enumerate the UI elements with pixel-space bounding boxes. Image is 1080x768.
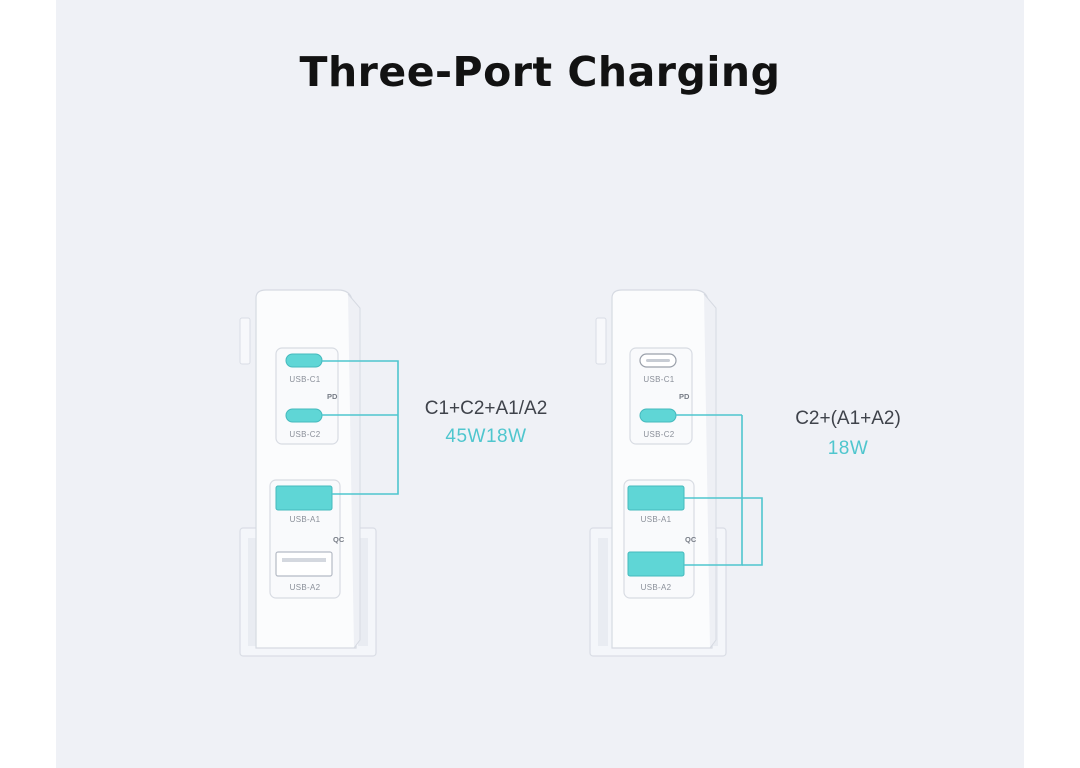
combo-label-left: C1+C2+A1/A2 <box>424 398 548 419</box>
charger-body-right <box>589 289 727 657</box>
charger-left: USB-C1 USB-C2 USB-A1 USB-A2 PD QC <box>238 288 380 657</box>
usb-c2-port-right <box>639 408 677 423</box>
port-label: USB-C1 <box>643 375 675 384</box>
usb-a2-port-left <box>275 551 333 577</box>
usb-a1-port-left <box>275 485 333 511</box>
port-label: USB-A2 <box>289 583 321 592</box>
port-label: USB-A1 <box>640 515 672 524</box>
charger-right: USB-C1 USB-C2 USB-A1 USB-A2 PD QC <box>588 288 730 657</box>
port-label: USB-C1 <box>289 375 321 384</box>
watt-label-left: 45W18W <box>445 426 527 447</box>
pd-label: PD <box>327 392 338 401</box>
usb-c1-port-left <box>285 353 323 368</box>
qc-label: QC <box>685 535 697 544</box>
background-panel <box>56 0 1024 768</box>
charger-body-left <box>239 289 377 657</box>
qc-label: QC <box>333 535 345 544</box>
port-label: USB-C2 <box>643 430 675 439</box>
port-label: USB-A1 <box>289 515 321 524</box>
page-title: Three-Port Charging <box>299 48 781 96</box>
usb-a1-port-right <box>627 485 685 511</box>
watt-label-right: 18W <box>827 438 869 459</box>
combo-label-right: C2+(A1+A2) <box>795 408 901 429</box>
port-label: USB-A2 <box>640 583 672 592</box>
usb-c2-port-left <box>285 408 323 423</box>
usb-a2-port-right <box>627 551 685 577</box>
pd-label: PD <box>679 392 690 401</box>
port-label: USB-C2 <box>289 430 321 439</box>
